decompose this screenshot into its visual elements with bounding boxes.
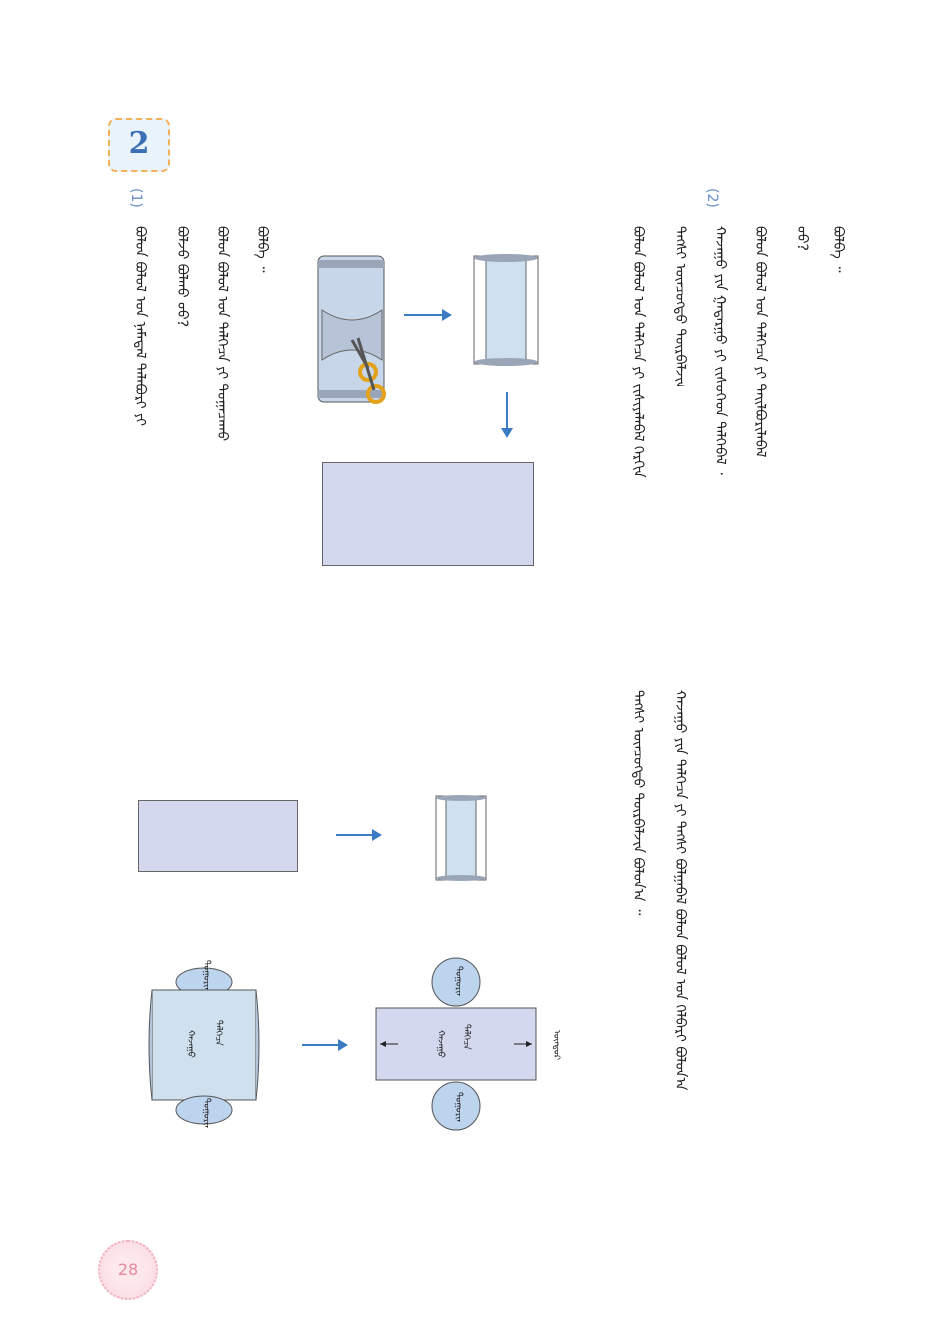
section-badge: 2 [108, 118, 170, 172]
text-col-4: ᠪᠣᠯᠪᠠ ᠃ [254, 226, 270, 273]
can-with-scissors [317, 255, 386, 404]
small-can [435, 795, 487, 881]
text-col-12: ᠬᠠᠵᠠᠭᠤ ᠶᠢᠨ ᠳᠡᠯᠭᠡᠴᠡ ᠶᠢ ᠲᠡᠭᠰᠢ ᠪᠣᠯᠭᠠᠪᠠᠯ ᠪᠣᠯ… [672, 690, 688, 1091]
question-1-number: (1) [128, 188, 144, 208]
label-height: ᠥᠨᠳᠥᠷ [551, 1030, 561, 1060]
label-net-circle-top: ᠳᠣᠭᠣᠷᠢᠭ [453, 966, 463, 996]
label-circle-bottom: ᠳᠣᠭᠣᠷᠢᠭ [201, 1098, 211, 1128]
unrolled-rectangle-top [322, 462, 534, 566]
text-col-7: ᠬᠠᠵᠠᠭᠤ ᠶᠢᠨ ᠭᠠᠳᠠᠷᠭᠤ ᠶᠢ ᠵᠢᠰᠦᠭᠡᠳ ᠳᠡᠯᠭᠡᠪᠡᠯ ᠂ [712, 226, 728, 475]
text-col-10: ᠪᠣᠯᠪᠠ ᠃ [830, 226, 846, 273]
cylinder-net-rolled [148, 967, 260, 1125]
question-2-number: (2) [704, 188, 720, 208]
arrow-right-2 [336, 829, 382, 841]
page-number: 28 [98, 1240, 158, 1300]
arrow-down [501, 392, 513, 438]
label-side: ᠬᠠᠵᠠᠭᠤ [185, 1030, 195, 1058]
text-col-5: ᠪᠣᠯᠤᠨ ᠪᠣᠯᠤᠯ ᠤᠨ ᠳᠡᠯᠭᠡᠴᠡ ᠶᠢ ᠵᠢᠱᠢᠶᠡᠯᠡᠪᠡᠯ ᠬᠡ… [630, 226, 646, 478]
text-col-2: ᠪᠣᠯᠵᠤ ᠪᠣᠯᠬᠤ ᠤᠤ? [174, 226, 190, 328]
cylinder-net-flat [375, 957, 537, 1131]
arrow-right-1 [404, 309, 452, 321]
text-col-6: ᠲᠡᠭᠰᠢ ᠥᠨᠴᠥᠭᠲᠦ ᠳᠦᠷᠪᠡᠯᠵᠢᠨ ᠪᠣᠯᠵᠤ ᠪᠠᠢᠨ᠎ᠠ ᠃ [672, 226, 688, 386]
text-col-8: ᠪᠣᠯᠤᠨ ᠪᠣᠯᠤᠯ ᠤᠨ ᠳᠡᠯᠭᠡᠴᠡ ᠶᠢ ᠲᠠᠢᠯᠪᠤᠷᠢᠯᠠᠪᠠᠯ [752, 226, 768, 458]
text-col-9: ᠤᠤ? [794, 226, 810, 251]
text-col-11: ᠲᠡᠭᠰᠢ ᠥᠨᠴᠥᠭᠲᠦ ᠳᠦᠷᠪᠡᠯᠵᠢᠨ ᠪᠣᠯᠤᠨ᠎ᠠ ᠃ [630, 690, 646, 916]
label-net-face: ᠳᠡᠯᠭᠡᠴᠡ [461, 1024, 471, 1050]
label-circle-top: ᠳᠣᠭᠣᠷᠢᠭ [201, 960, 211, 990]
arrow-right-3 [302, 1039, 348, 1051]
label-net-circle-bottom: ᠳᠣᠭᠣᠷᠢᠭ [453, 1092, 463, 1122]
section-number: 2 [128, 126, 150, 161]
label-face: ᠳᠡᠯᠭᠡᠴᠡ [213, 1020, 223, 1046]
text-col-3: ᠪᠣᠯᠤᠨ ᠪᠣᠯᠤᠯ ᠤᠨ ᠳᠡᠯᠭᠡᠴᠡ ᠶᠢ ᠲᠣᠭᠠᠴᠠᠬᠤ [214, 226, 230, 442]
text-col-1: ᠪᠣᠯᠤᠨ ᠪᠣᠯᠤᠯ ᠤᠨ ᠨᠡᠮᠡᠳᠡᠯ ᠲᠠᠯᠠᠪᠤᠷᠢ ᠶᠢ [132, 226, 148, 427]
unrolled-rectangle-bottom [138, 800, 298, 872]
can-cut-open [473, 254, 539, 366]
label-net-side: ᠬᠠᠵᠠᠭᠤ [435, 1030, 445, 1058]
